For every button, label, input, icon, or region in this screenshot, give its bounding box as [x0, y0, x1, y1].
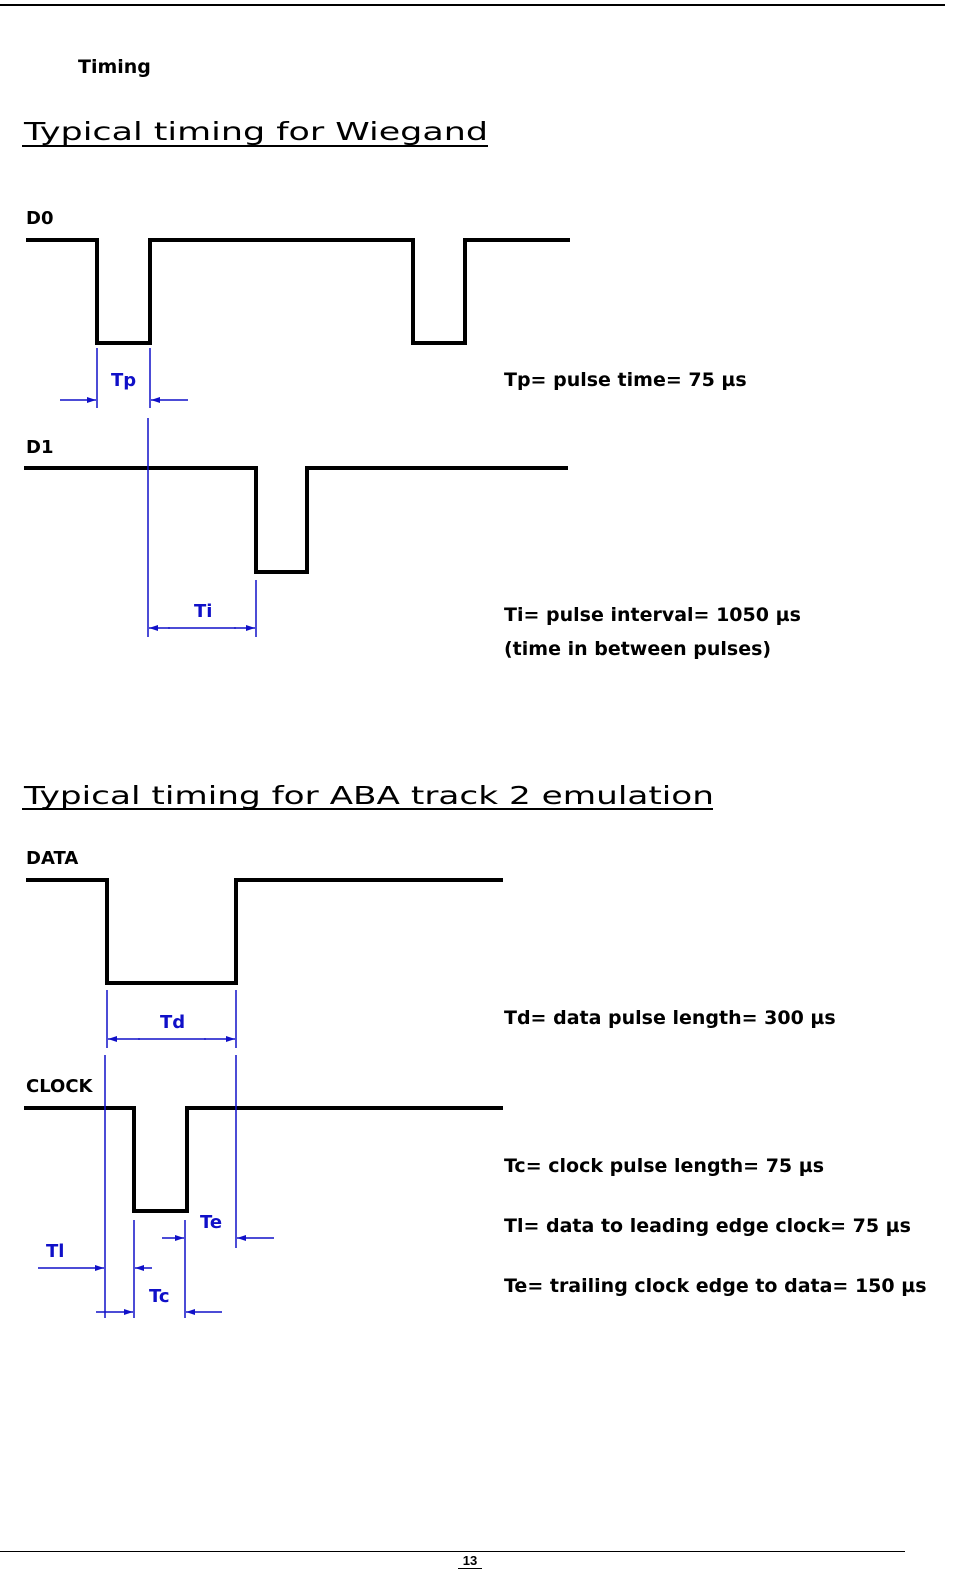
- note-ti-line1: Ti= pulse interval= 1050 µs: [504, 604, 801, 626]
- td-label: Td: [160, 1012, 185, 1033]
- wiegand-section: Typical timing for Wiegand D0 D1 Tp Ti T…: [22, 117, 801, 660]
- te-label: Te: [200, 1212, 222, 1233]
- ti-dimension: [147, 418, 257, 637]
- note-tl: Tl= data to leading edge clock= 75 µs: [504, 1215, 911, 1237]
- page-number: 13: [458, 1554, 482, 1569]
- bottom-rule: [0, 1551, 905, 1552]
- tl-label: Tl: [46, 1241, 64, 1262]
- clock-extension-lines: [104, 1055, 237, 1318]
- aba-section: Typical timing for ABA track 2 emulation…: [22, 781, 927, 1318]
- signal-label-data: DATA: [26, 848, 78, 869]
- section-heading: Timing: [78, 56, 151, 78]
- clock-waveform: [24, 1106, 503, 1213]
- signal-label-clock: CLOCK: [26, 1076, 94, 1097]
- tc-label: Tc: [149, 1286, 170, 1307]
- signal-label-d1: D1: [26, 437, 53, 458]
- wiegand-title: Typical timing for Wiegand: [23, 117, 488, 146]
- top-rule: [0, 4, 945, 6]
- tp-label: Tp: [111, 370, 136, 391]
- data-waveform: [26, 878, 503, 985]
- tp-dimension: [60, 348, 188, 408]
- note-tp: Tp= pulse time= 75 µs: [504, 369, 747, 391]
- signal-label-d0: D0: [26, 208, 53, 229]
- ti-label: Ti: [194, 601, 212, 622]
- td-dimension: [106, 990, 237, 1048]
- note-tc: Tc= clock pulse length= 75 µs: [504, 1155, 824, 1177]
- note-ti-line2: (time in between pulses): [504, 638, 771, 660]
- d0-waveform: [26, 238, 570, 345]
- note-td: Td= data pulse length= 300 µs: [504, 1007, 836, 1029]
- note-te: Te= trailing clock edge to data= 150 µs: [504, 1275, 927, 1297]
- d1-waveform: [24, 466, 568, 574]
- aba-title: Typical timing for ABA track 2 emulation: [23, 781, 714, 810]
